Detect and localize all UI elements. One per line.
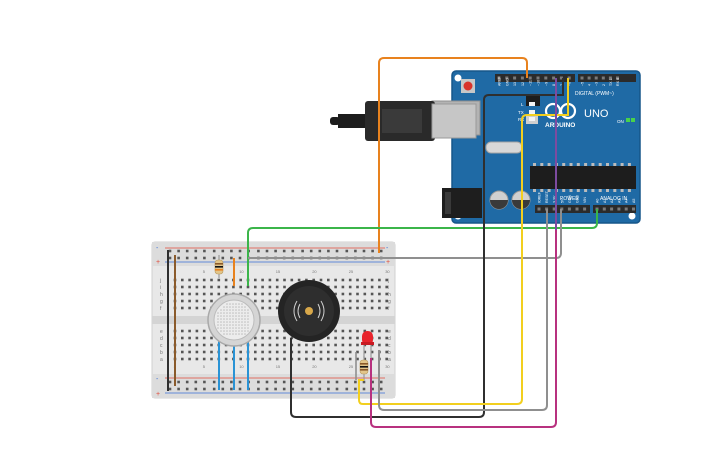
wire-yellow[interactable] bbox=[358, 78, 569, 405]
digital-label: DIGITAL (PWM~) bbox=[575, 91, 614, 97]
breadboard[interactable]: 115510101515202025253030 jjiihhggffeeddc… bbox=[151, 241, 396, 399]
gas-sensor[interactable] bbox=[207, 293, 261, 347]
row-letter: c bbox=[388, 343, 391, 349]
column-number-bottom: 10 bbox=[239, 364, 244, 369]
wire-green[interactable] bbox=[247, 209, 598, 286]
row-letter: e bbox=[160, 329, 163, 335]
wire-magenta[interactable] bbox=[370, 78, 557, 428]
power-pin-label: GND bbox=[576, 195, 580, 203]
resistor-top[interactable] bbox=[214, 255, 224, 278]
led-label-l: L bbox=[521, 102, 524, 107]
row-letter: g bbox=[160, 299, 163, 305]
analog-pin-label: A3 bbox=[617, 199, 621, 203]
column-number-top: 10 bbox=[239, 269, 244, 274]
column-number-bottom: 20 bbox=[312, 364, 317, 369]
column-number-top: 15 bbox=[276, 269, 281, 274]
row-letter: c bbox=[160, 343, 163, 349]
power-pin-label: 5V bbox=[560, 198, 564, 203]
row-letter: e bbox=[388, 329, 391, 335]
column-number-bottom: 30 bbox=[385, 364, 390, 369]
rail-sign-plus-bottom: + bbox=[156, 391, 160, 398]
row-letter: i bbox=[388, 285, 389, 291]
row-letter: b bbox=[388, 350, 391, 356]
digital-pin-label: ~11 bbox=[529, 80, 533, 86]
digital-pin-label: 12 bbox=[521, 82, 525, 86]
row-letter: a bbox=[388, 357, 391, 363]
usb-cable[interactable] bbox=[330, 101, 477, 141]
on-label: ON bbox=[617, 119, 624, 124]
rail-sign-minus-top: - bbox=[156, 245, 159, 252]
row-letter: f bbox=[388, 306, 390, 312]
microcontroller-chip bbox=[530, 166, 636, 189]
row-letter: h bbox=[388, 292, 391, 298]
analog-label: ANALOG IN bbox=[600, 196, 628, 202]
wire-gray-bottom[interactable] bbox=[378, 209, 548, 411]
analog-pin-label: A4 bbox=[625, 199, 629, 203]
digital-pin-label: 7 bbox=[560, 84, 564, 86]
column-number-top: 30 bbox=[385, 269, 390, 274]
row-letter: f bbox=[160, 306, 162, 312]
digital-pin-label: 2 bbox=[602, 84, 606, 86]
analog-pin-label: A5 bbox=[632, 199, 636, 203]
rail-sign-minus-top-right: - bbox=[386, 245, 389, 252]
digital-pin-label: ~3 bbox=[595, 82, 599, 86]
digital-header-1 bbox=[495, 74, 575, 82]
analog-pin-label: A1 bbox=[603, 199, 607, 203]
arduino-brand: ARDUINO bbox=[545, 122, 575, 129]
crystal bbox=[485, 141, 523, 154]
row-letter: d bbox=[388, 336, 391, 342]
rail-sign-plus-top: + bbox=[156, 259, 160, 266]
row-letter: g bbox=[388, 299, 391, 305]
wire-dark[interactable] bbox=[290, 78, 564, 418]
column-number-top: 5 bbox=[203, 269, 206, 274]
power-label: POWER bbox=[560, 196, 579, 202]
wire-orange[interactable] bbox=[378, 57, 528, 253]
digital-pin-label: 13 bbox=[513, 82, 517, 86]
analog-pin-label: A2 bbox=[610, 199, 614, 203]
digital-pin-label: ~10 bbox=[537, 80, 541, 86]
power-pin-label: IOREF bbox=[538, 191, 542, 203]
led-red[interactable] bbox=[361, 331, 374, 358]
analog-header bbox=[593, 205, 636, 213]
digital-header-2 bbox=[578, 74, 636, 82]
resistor-bottom[interactable] bbox=[359, 356, 369, 380]
power-pin-label: VIN bbox=[583, 197, 587, 203]
rail-sign-plus-top-right: + bbox=[386, 259, 390, 266]
row-letter: d bbox=[160, 336, 163, 342]
digital-pin-label: RX 0 bbox=[616, 78, 620, 86]
power-pin-label: 3.3V bbox=[553, 195, 557, 203]
power-pin-label: GND bbox=[568, 195, 572, 203]
arduino-model: UNO bbox=[584, 108, 609, 120]
digital-pin-label: TX 1 bbox=[609, 78, 613, 86]
led-label-tx: TX bbox=[518, 110, 524, 115]
digital-pin-label: ~9 bbox=[544, 82, 548, 86]
row-letter: h bbox=[160, 292, 163, 298]
row-letter: i bbox=[160, 285, 161, 291]
column-number-bottom: 5 bbox=[203, 364, 206, 369]
digital-pin-label: ~5 bbox=[581, 82, 585, 86]
digital-pin-label: 8 bbox=[552, 84, 556, 86]
column-number-bottom: 15 bbox=[276, 364, 281, 369]
digital-pin-label: AREF bbox=[498, 76, 502, 86]
analog-pin-label: A0 bbox=[596, 199, 600, 203]
rail-sign-minus-bottom: - bbox=[156, 376, 159, 383]
center-channel bbox=[152, 316, 395, 324]
row-letter: b bbox=[160, 350, 163, 356]
digital-pin-label: GND bbox=[505, 78, 509, 86]
column-number-bottom: 25 bbox=[349, 364, 354, 369]
row-letter: a bbox=[160, 357, 163, 363]
piezo-buzzer[interactable] bbox=[278, 280, 340, 342]
digital-pin-label: 4 bbox=[588, 84, 592, 86]
row-letter: j bbox=[159, 278, 161, 284]
column-number-top: 20 bbox=[312, 269, 317, 274]
breadboard-column-numbers: 115510101515202025253030 bbox=[174, 269, 391, 369]
column-number-top: 25 bbox=[349, 269, 354, 274]
power-pin-label: RESET bbox=[545, 190, 549, 203]
digital-pin-label: ~6 bbox=[568, 82, 572, 86]
row-letter: j bbox=[387, 278, 389, 284]
